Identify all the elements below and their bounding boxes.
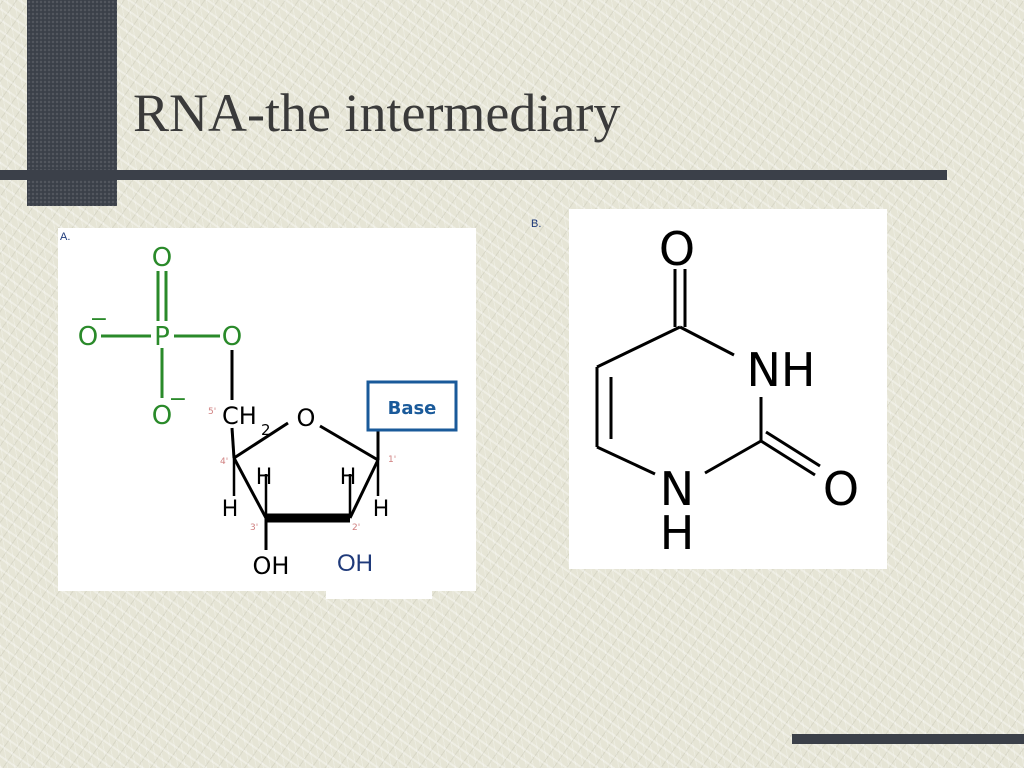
phosphate-o-left-charge: − [90,307,108,332]
sugar-ring-bonds [230,421,380,550]
position-4-prime: 4' [220,457,228,467]
phosphate-o-right: O [222,322,242,352]
sugar-ch2: CH [222,402,257,430]
sugar-h-1: H [373,497,390,522]
uracil-h-bottom: H [660,506,695,560]
phosphate-o-left: O [78,322,98,352]
figure-a-label: A. [60,231,71,243]
bottom-decorative-rule [792,734,1024,744]
slide-title: RNA-the intermediary [133,83,621,143]
base-box [366,380,458,432]
figure-a-drawing: O O − P O O − CH 2 O H H H H OH [78,243,458,580]
phosphate-o-bottom-charge: − [169,387,187,412]
sugar-h-3-top: H [256,465,273,490]
sugar-oh-3: OH [253,552,290,580]
uracil-bonds [595,269,821,477]
figure-b-label: B. [531,218,542,230]
sugar-ch2-subscript: 2 [261,421,271,439]
phosphate-p: P [154,322,170,352]
figure-b-uracil: O NH O N H [569,209,887,569]
phosphate-o-top: O [152,243,172,273]
sugar-h-4: H [222,497,239,522]
position-3-prime: 3' [250,523,258,533]
uracil-nh: NH [747,343,816,397]
phosphate-o-bottom: O [152,401,172,431]
figure-a-ribose-phosphate: O O − P O O − CH 2 O H H H H OH [58,228,476,591]
uracil-o-top: O [659,222,695,276]
phosphate-bonds [101,271,220,398]
uracil-n-bottom: N [660,462,694,516]
oh-annotation: OH [337,550,373,577]
sugar-h-2-top: H [340,465,357,490]
position-2-prime: 2' [352,523,360,533]
oh-label-backdrop [326,585,432,599]
title-underline-rule [0,170,947,180]
figure-b-drawing: O NH O N H [595,222,859,560]
position-5-prime: 5' [208,407,216,417]
position-1-prime: 1' [388,455,396,465]
uracil-o-right: O [823,462,859,516]
base-label: Base [388,398,437,419]
sugar-ring-o: O [297,404,316,432]
